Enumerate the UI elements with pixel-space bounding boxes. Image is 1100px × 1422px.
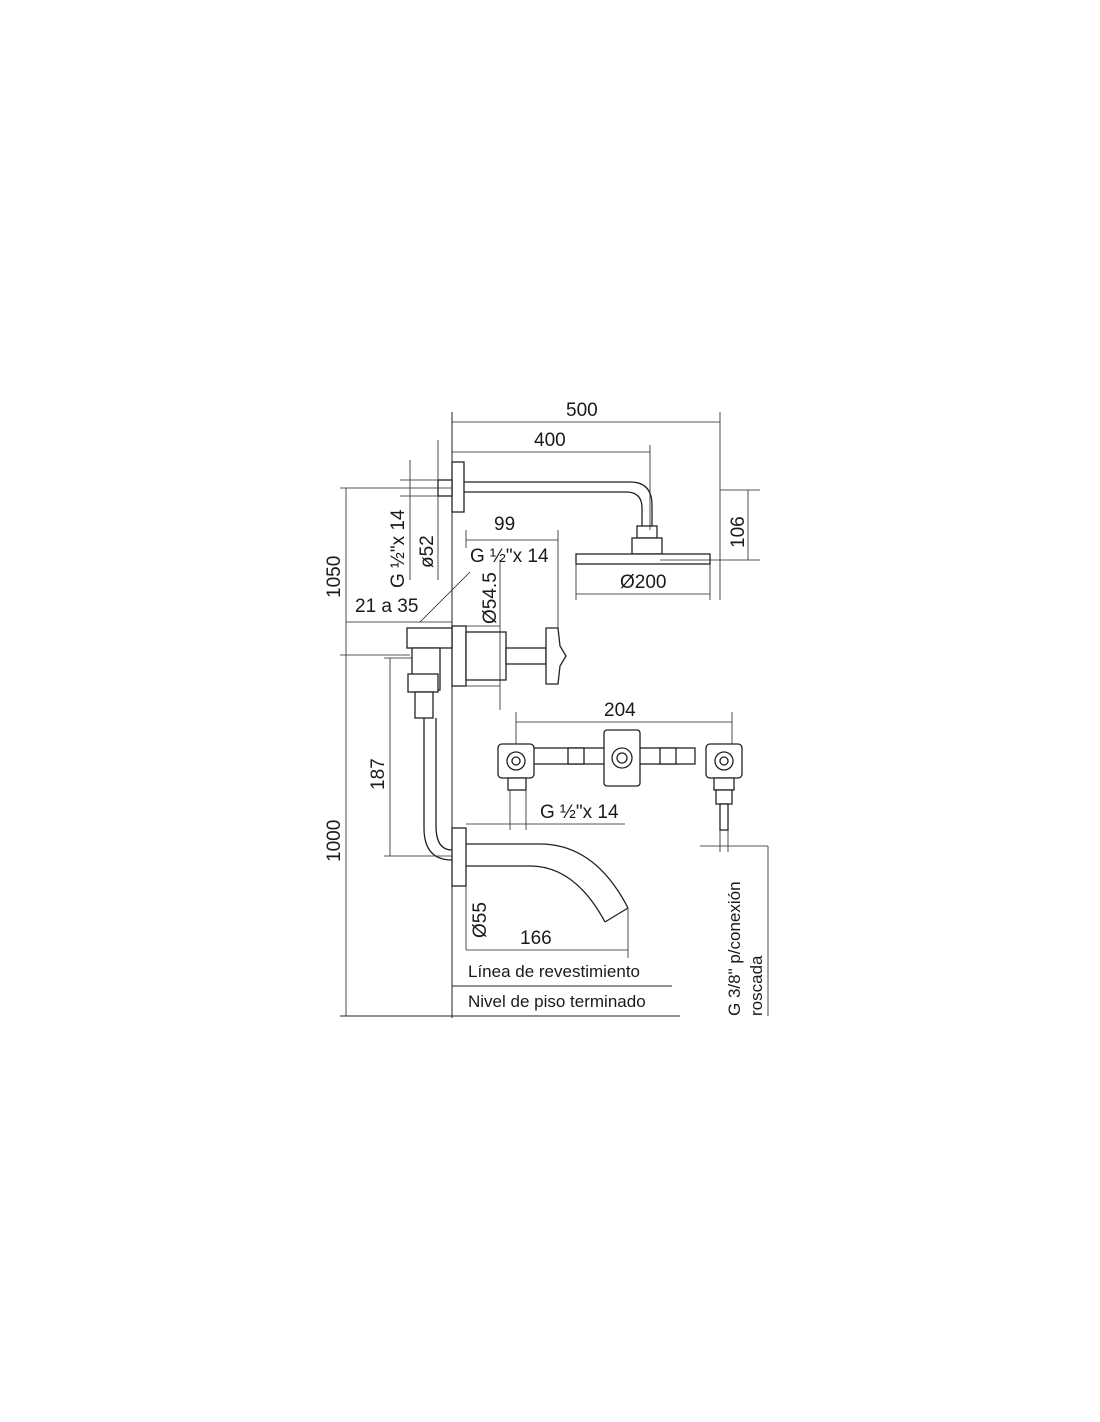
floor-level-label: Nivel de piso terminado (468, 992, 646, 1011)
dim-thread-shower: G ½"x 14 (388, 509, 409, 588)
dim-thread-body: G ½"x 14 (540, 802, 619, 823)
dim-400: 400 (534, 430, 566, 451)
dim-500: 500 (566, 400, 598, 421)
dim-99: 99 (494, 514, 515, 535)
connection-label-line2: roscada (747, 955, 766, 1016)
valve-body-assembly (497, 729, 743, 831)
connection-label-line1: G 3/8" p/conexión (725, 881, 744, 1016)
dim-thread-valve: G ½"x 14 (470, 546, 549, 567)
dim-diameter-200: Ø200 (620, 572, 666, 593)
dim-diameter-54-5: Ø54.5 (480, 572, 501, 624)
dim-187: 187 (368, 758, 389, 790)
bath-spout (451, 827, 629, 923)
diverter-valve (406, 625, 567, 861)
cladding-line-label: Línea de revestimiento (468, 962, 640, 981)
dim-1000: 1000 (324, 820, 345, 862)
shower-arm (437, 461, 711, 565)
dim-diameter-55: Ø55 (470, 902, 491, 938)
dim-166: 166 (520, 928, 552, 949)
dim-diameter-52: ø52 (417, 535, 438, 568)
dim-106: 106 (728, 516, 749, 548)
dim-204: 204 (604, 700, 636, 721)
dim-range-21-35: 21 a 35 (355, 596, 418, 617)
dim-1050: 1050 (324, 556, 345, 598)
